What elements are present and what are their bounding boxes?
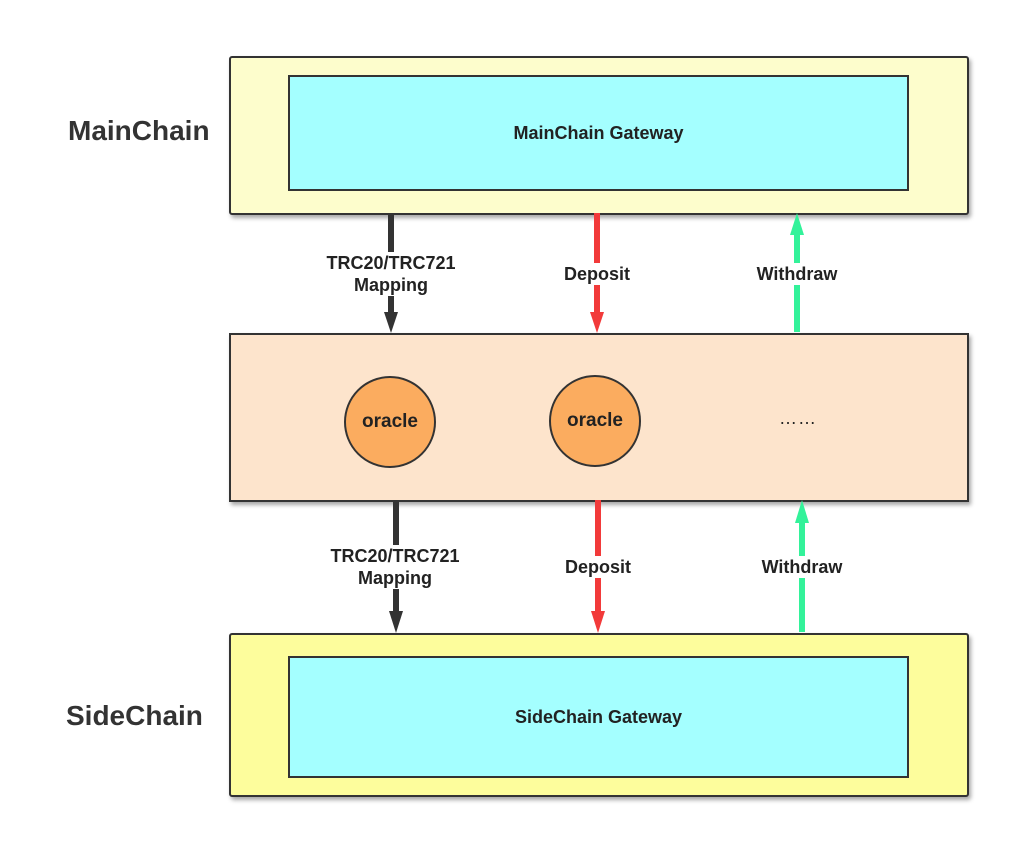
withdraw-label-top: Withdraw <box>754 263 840 285</box>
deposit-label-bottom: Deposit <box>562 556 634 578</box>
oracle-node: oracle <box>344 376 436 468</box>
sidechain-box: SideChain Gateway <box>229 633 969 797</box>
sidechain-gateway-label: SideChain Gateway <box>514 706 683 727</box>
oracle-layer: oracle oracle …… <box>229 333 969 502</box>
more-oracles-ellipsis: …… <box>779 408 817 428</box>
deposit-label-top: Deposit <box>561 263 633 285</box>
mapping-label-line1: TRC20/TRC721 <box>326 253 456 273</box>
mainchain-gateway-label: MainChain Gateway <box>513 122 684 143</box>
mapping-label-bottom: TRC20/TRC721 Mapping <box>328 545 462 589</box>
oracle-node: oracle <box>549 375 641 467</box>
sidechain-label: SideChain <box>66 700 203 731</box>
mapping-label-line1: TRC20/TRC721 <box>330 546 460 566</box>
oracle-label: oracle <box>362 411 418 432</box>
mapping-label-top: TRC20/TRC721 Mapping <box>324 252 458 296</box>
oracle-label: oracle <box>567 410 623 431</box>
mapping-label-line2: Mapping <box>357 568 432 588</box>
mapping-label-line2: Mapping <box>353 275 428 295</box>
sidechain-gateway: SideChain Gateway <box>288 656 909 778</box>
mainchain-gateway: MainChain Gateway <box>288 75 909 191</box>
mainchain-label: MainChain <box>68 115 210 146</box>
mainchain-box: MainChain Gateway <box>229 56 969 215</box>
withdraw-label-bottom: Withdraw <box>759 556 845 578</box>
